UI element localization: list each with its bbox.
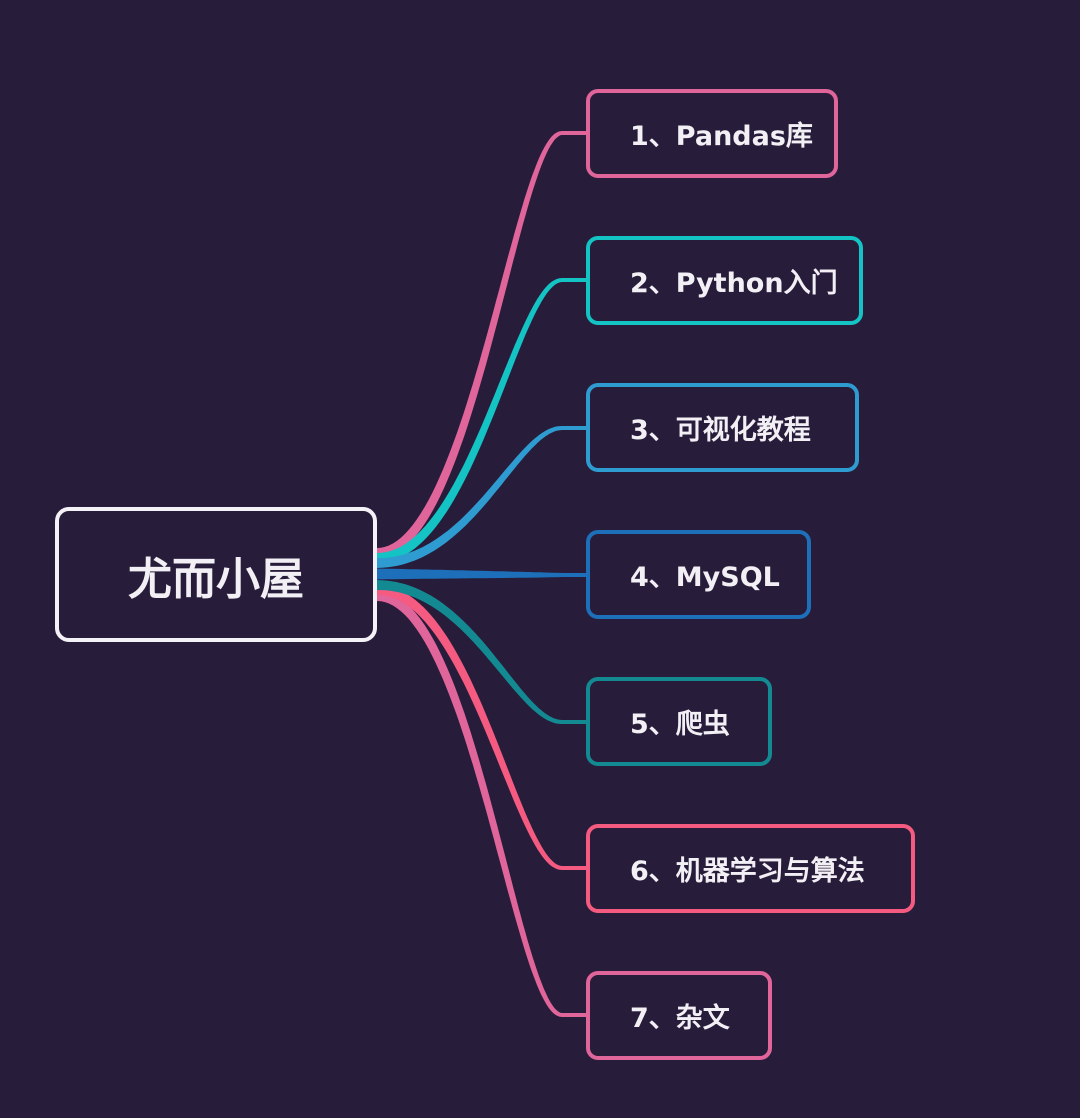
connector-line-1 (377, 131, 586, 558)
branch-topic-label: 6、机器学习与算法 (630, 856, 865, 887)
branch-topic-label: 4、MySQL (630, 562, 780, 593)
connector-line-4 (377, 568, 586, 580)
root-topic-label: 尤而小屋 (128, 553, 304, 605)
branch-topic-label: 1、Pandas库 (630, 121, 813, 152)
branch-topic-label: 7、杂文 (630, 1003, 730, 1034)
branch-topic-visualization[interactable]: 3、可视化教程 (586, 383, 859, 472)
branch-topic-python[interactable]: 2、Python入门 (586, 236, 863, 325)
branch-topic-crawler[interactable]: 5、爬虫 (586, 677, 772, 766)
root-topic[interactable]: 尤而小屋 (55, 507, 377, 642)
branch-topic-essays[interactable]: 7、杂文 (586, 971, 772, 1060)
branch-topic-label: 5、爬虫 (630, 709, 730, 740)
branch-topic-mysql[interactable]: 4、MySQL (586, 530, 811, 619)
branch-topic-label: 2、Python入门 (630, 268, 838, 299)
branch-topic-machine-learning[interactable]: 6、机器学习与算法 (586, 824, 915, 913)
connector-line-7 (377, 591, 586, 1017)
branch-topic-pandas[interactable]: 1、Pandas库 (586, 89, 838, 178)
branch-topic-label: 3、可视化教程 (630, 415, 811, 446)
connector-line-2 (377, 278, 586, 563)
connector-line-6 (377, 585, 586, 870)
